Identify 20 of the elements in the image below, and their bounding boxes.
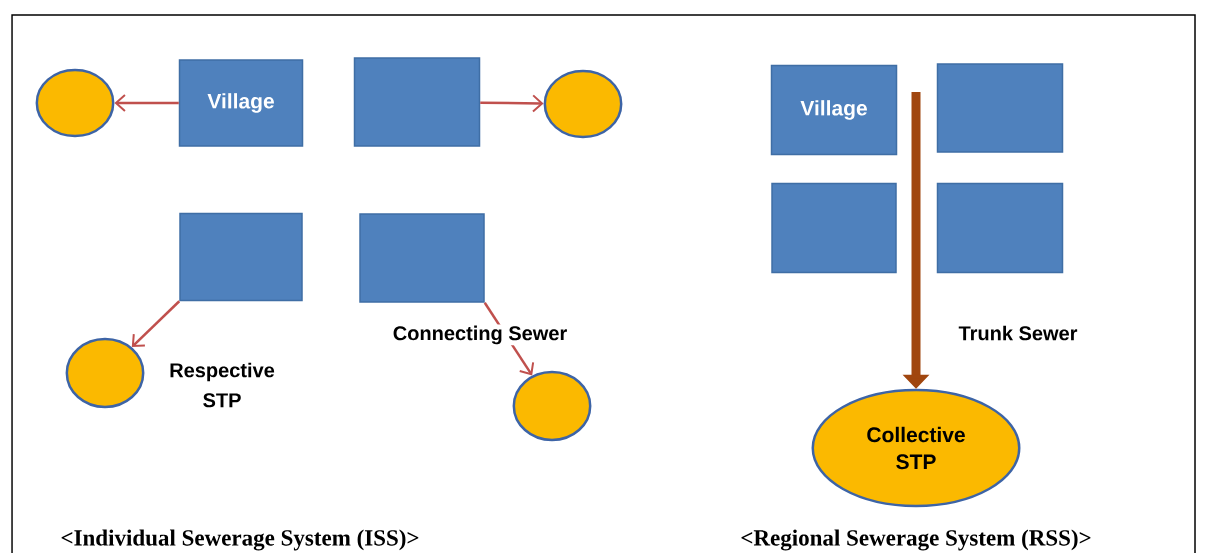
village-box (936, 182, 1064, 274)
stp-caption: Respective STP (170, 362, 275, 408)
village-box (771, 182, 897, 274)
stp-circle (35, 68, 115, 138)
arrow (480, 94, 544, 113)
edge-label: Trunk Sewer (957, 324, 1079, 342)
village-box: Village (178, 59, 304, 147)
stp-circle (65, 337, 145, 409)
edge-label: Connecting Sewer (391, 324, 569, 346)
stp-circle (512, 370, 592, 442)
village-box (179, 212, 303, 302)
arrow (131, 300, 181, 348)
village-box: Village (770, 64, 898, 156)
village-box (353, 57, 481, 147)
arrow (114, 94, 179, 112)
village-box (359, 213, 485, 303)
stp-circle (543, 69, 623, 139)
caption: <Individual Sewerage System (ISS)> (61, 529, 419, 551)
village-box (936, 63, 1064, 153)
caption: <Regional Sewerage System (RSS)> (741, 529, 1091, 551)
